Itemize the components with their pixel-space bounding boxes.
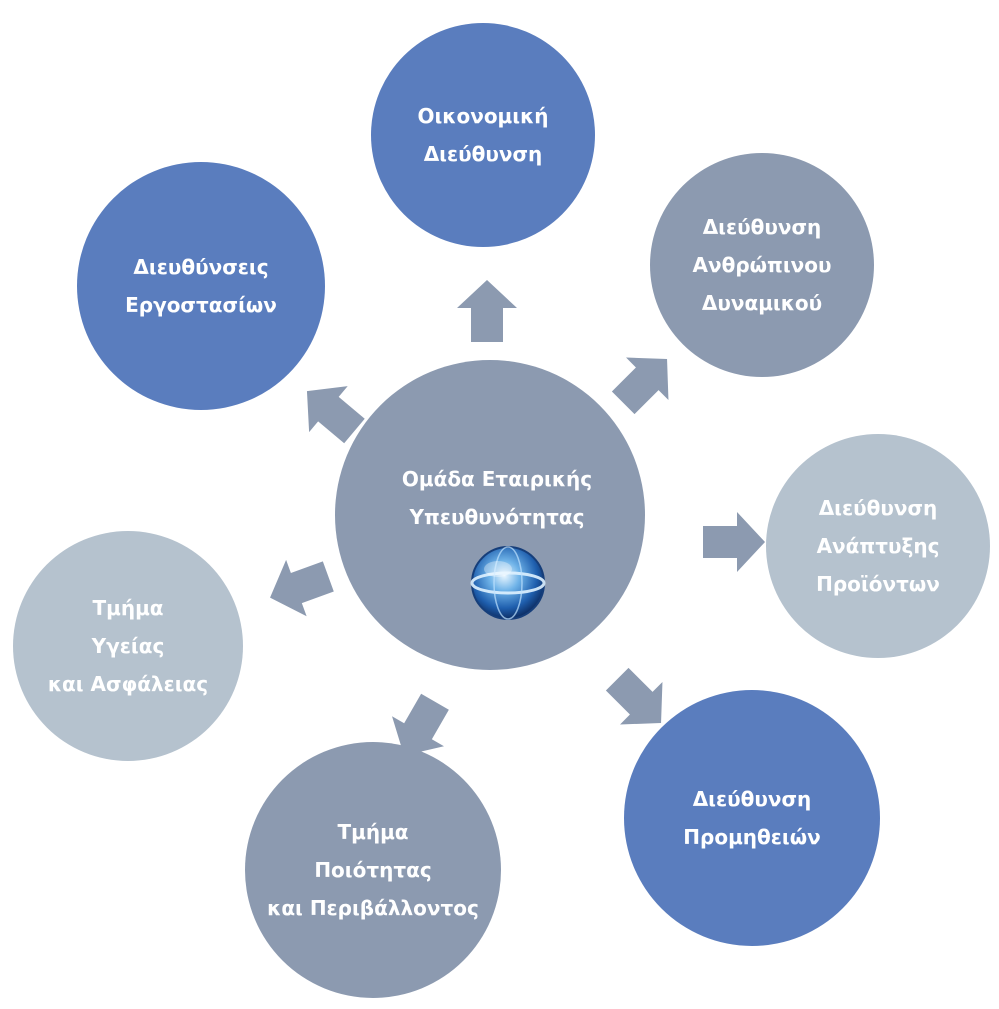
arrow-shape bbox=[270, 559, 334, 617]
node-label: Διεύθυνση bbox=[424, 142, 543, 166]
arrow-to-product-dev bbox=[703, 512, 765, 572]
node-label: Διεύθυνση bbox=[703, 215, 822, 239]
arrow-shape bbox=[392, 693, 449, 756]
node-label: Εργοστασίων bbox=[125, 293, 277, 317]
arrow-to-economic bbox=[457, 280, 517, 342]
node-label: Ποιότητας bbox=[314, 858, 431, 882]
node-label: Διεύθυνση bbox=[693, 787, 812, 811]
node-label: Ανθρώπινου bbox=[692, 253, 831, 277]
arrow-shape bbox=[611, 357, 669, 415]
arrows bbox=[270, 280, 765, 756]
node-circle bbox=[624, 690, 880, 946]
node-label: Προϊόντων bbox=[816, 572, 940, 596]
node-label: και Ασφάλειας bbox=[48, 672, 208, 696]
node-label: Διευθύνσεις bbox=[133, 255, 268, 279]
node-label: Δυναμικού bbox=[702, 291, 822, 315]
arrow-to-hr bbox=[611, 357, 669, 415]
node-circle bbox=[245, 742, 501, 998]
node-label: Προμηθειών bbox=[683, 825, 820, 849]
center-circle bbox=[335, 360, 645, 670]
nodes: ΟικονομικήΔιεύθυνσηΔιεύθυνσηΑνθρώπινουΔυ… bbox=[13, 23, 990, 998]
node-circle bbox=[766, 434, 990, 658]
node-label: Οικονομική bbox=[417, 104, 548, 128]
arrow-to-factories bbox=[306, 386, 365, 444]
node-circle bbox=[371, 23, 595, 247]
arrow-to-quality-env bbox=[392, 693, 449, 756]
arrow-shape bbox=[457, 280, 517, 342]
arrow-shape bbox=[703, 512, 765, 572]
node-label: Τμήμα bbox=[92, 596, 163, 620]
center-label: Υπευθυνότητας bbox=[409, 505, 585, 529]
center-label: Ομάδα Εταιρικής bbox=[402, 467, 592, 491]
node-circle bbox=[77, 162, 325, 410]
node-label: Διεύθυνση bbox=[819, 496, 938, 520]
node-circle bbox=[650, 153, 874, 377]
node-label: Υγείας bbox=[91, 634, 165, 658]
node-circle bbox=[13, 531, 243, 761]
globe-icon bbox=[470, 546, 546, 620]
arrow-shape bbox=[605, 667, 663, 725]
arrow-to-procurement bbox=[605, 667, 663, 725]
node-label: και Περιβάλλοντος bbox=[267, 896, 479, 920]
node-label: Ανάπτυξης bbox=[817, 534, 940, 558]
arrow-to-health-safety bbox=[270, 559, 334, 617]
node-label: Τμήμα bbox=[337, 820, 408, 844]
arrow-shape bbox=[306, 386, 365, 444]
